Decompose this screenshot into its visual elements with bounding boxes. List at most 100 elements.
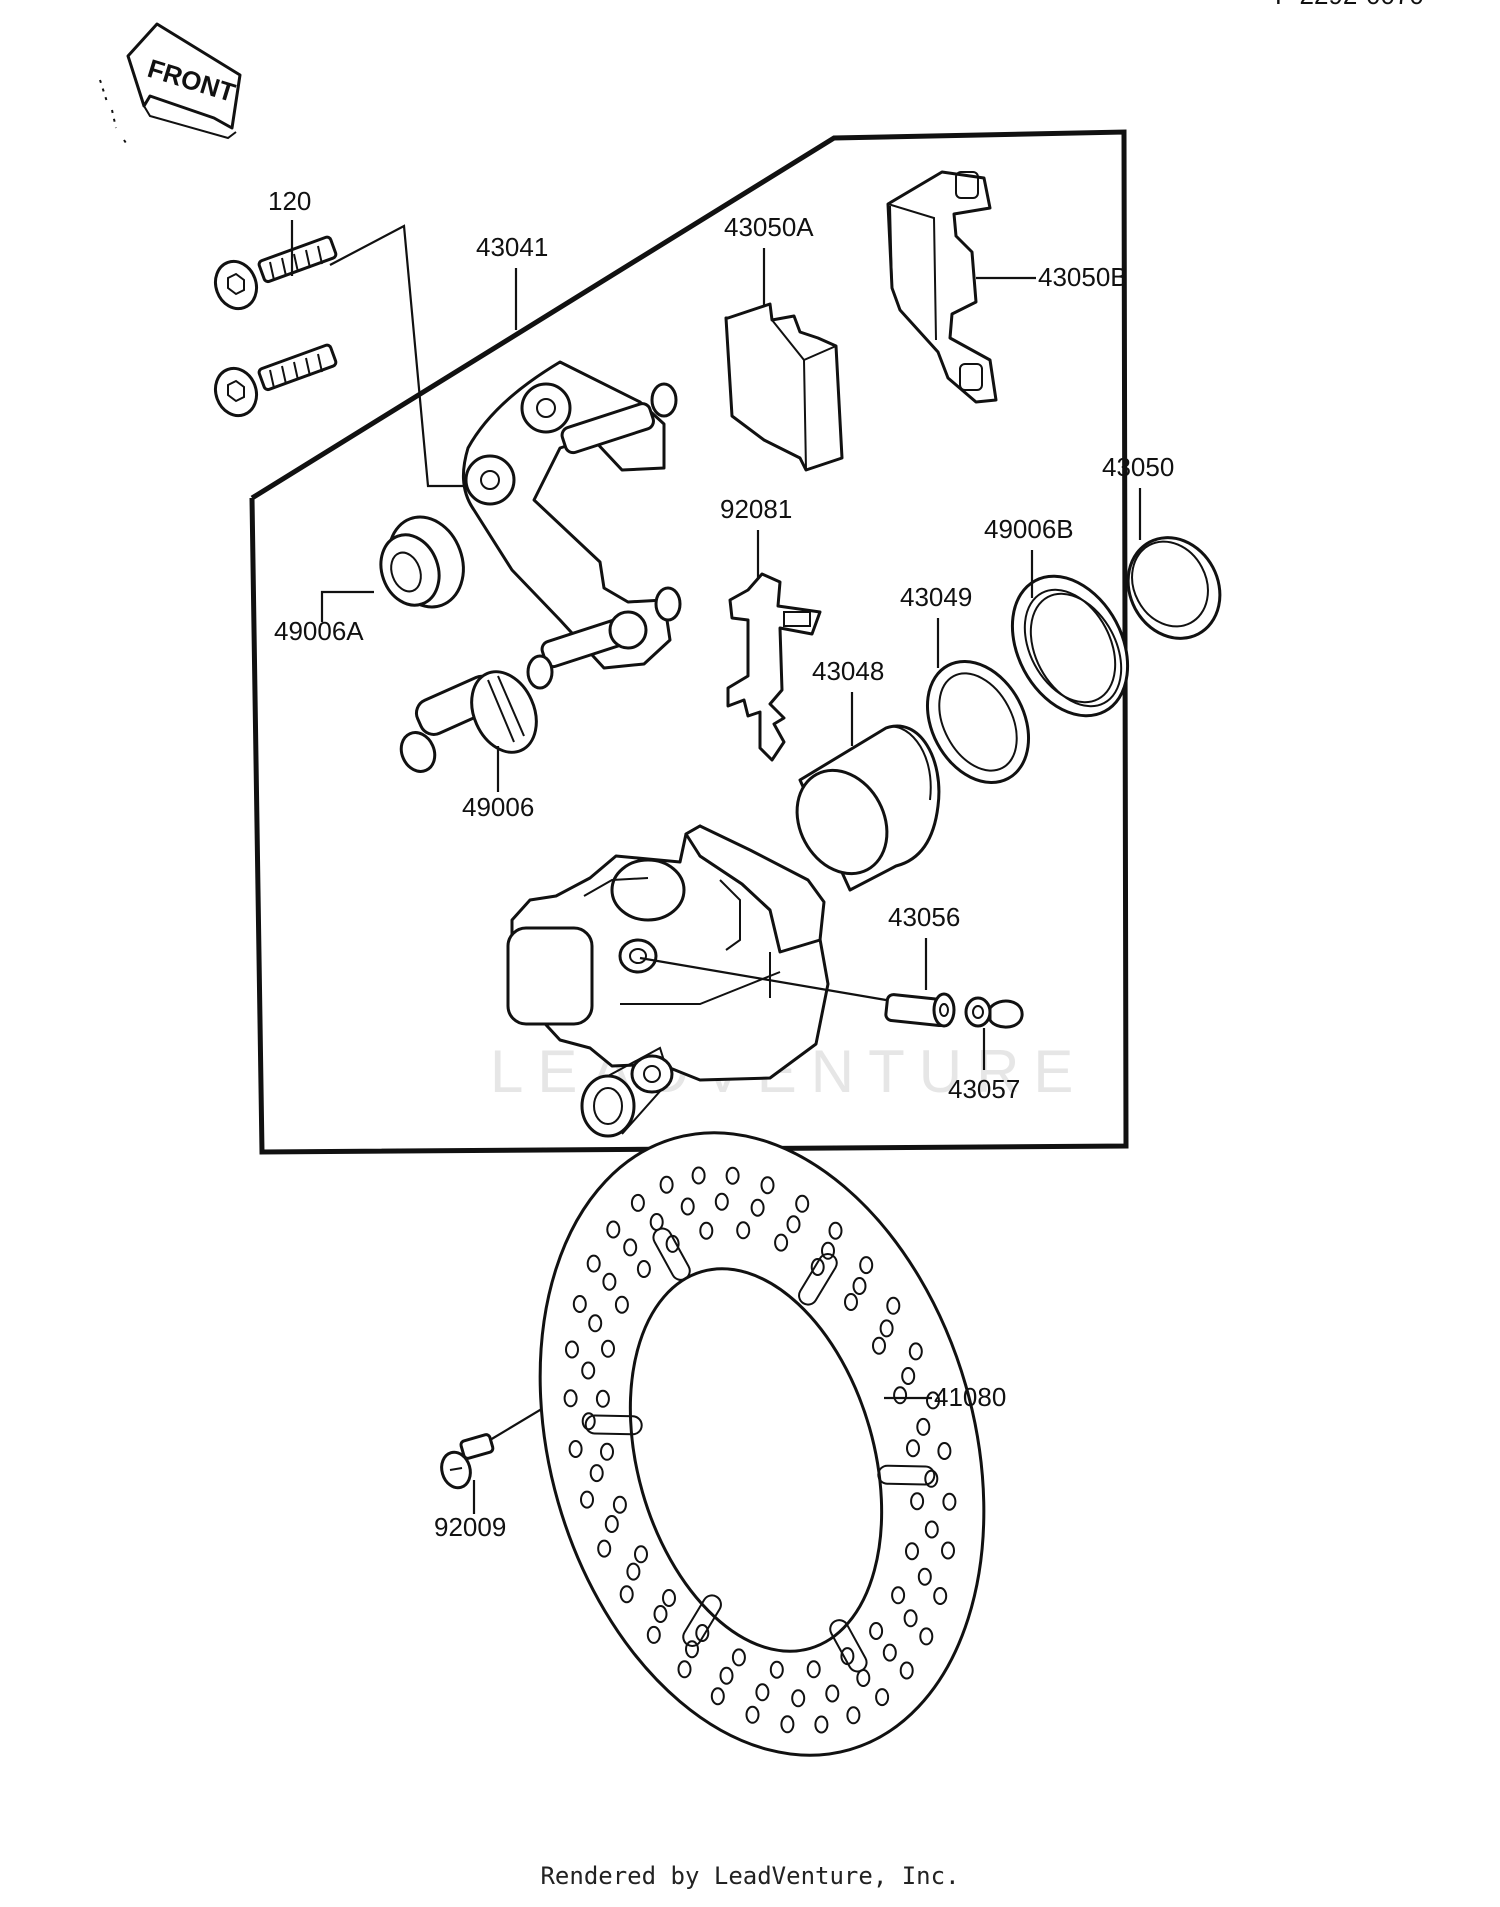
disc-hole <box>719 1666 734 1685</box>
disc-hole <box>795 1194 810 1213</box>
disc-hole <box>760 1176 775 1195</box>
disc-slot <box>798 1253 838 1306</box>
disc-hole <box>710 1687 725 1706</box>
pad-spring <box>726 572 822 762</box>
disc-hole <box>919 1627 934 1646</box>
caliper-piston <box>795 724 941 892</box>
disc-hole <box>731 1648 746 1667</box>
disc-hole <box>844 1293 858 1311</box>
label-49006B: 49006B <box>984 514 1074 544</box>
disc-hole <box>597 1539 612 1558</box>
label-49006: 49006 <box>462 792 534 822</box>
disc-hole <box>924 1469 939 1488</box>
disc-hole <box>852 1277 867 1295</box>
disc-slot <box>584 1414 643 1436</box>
disc-hole <box>636 1260 651 1278</box>
disc-hole <box>859 1256 874 1275</box>
disc-hole <box>565 1340 579 1359</box>
disc-hole <box>588 1314 603 1333</box>
disc-hole <box>901 1367 916 1385</box>
disc-hole <box>626 1562 641 1581</box>
disc-hole <box>937 1442 952 1460</box>
disc-hole <box>659 1175 674 1194</box>
disc-hole <box>568 1440 583 1458</box>
disc-hole <box>612 1495 627 1514</box>
label-43056: 43056 <box>888 902 960 932</box>
disc-hole <box>825 1684 840 1703</box>
disc-hole <box>602 1272 617 1291</box>
label-43050B: 43050B <box>1038 262 1128 292</box>
disc-hole <box>699 1221 714 1240</box>
disc-hole <box>933 1587 948 1605</box>
disc-hole <box>725 1166 740 1185</box>
dust-boot-a <box>379 515 465 609</box>
disc-hole <box>606 1220 621 1239</box>
disc-hole <box>806 1660 821 1679</box>
disc-hole <box>791 1689 806 1708</box>
disc-slot <box>682 1594 722 1647</box>
caliper-bolt-lower <box>213 343 338 418</box>
disc-hole <box>810 1258 825 1276</box>
label-41080: 41080 <box>934 1382 1006 1412</box>
disc-hole <box>745 1705 760 1724</box>
disc-hole <box>872 1336 886 1355</box>
label-120: 120 <box>268 186 311 216</box>
disc-hole <box>755 1683 770 1702</box>
caliper-body <box>506 824 830 1138</box>
disc-hole <box>942 1492 957 1511</box>
disc-hole <box>614 1295 629 1314</box>
disc-hole <box>891 1586 906 1605</box>
label-92009: 92009 <box>434 1512 506 1542</box>
disc-hole <box>677 1660 692 1679</box>
disc-hole <box>786 1215 801 1234</box>
front-arrow-icon: FRONT <box>99 22 242 147</box>
assembly-frame <box>249 129 1129 1155</box>
disc-slot <box>829 1619 868 1673</box>
brake-pad-b <box>886 170 998 404</box>
caliper-bolt-upper <box>213 235 338 311</box>
disc-hole <box>623 1238 638 1257</box>
disc-hole <box>916 1417 931 1436</box>
disc-hole <box>926 1391 940 1410</box>
bleeder-valve <box>884 992 956 1028</box>
disc-hole <box>595 1389 610 1408</box>
disc-hole <box>924 1520 939 1539</box>
disc-hole <box>601 1339 615 1358</box>
disc-hole <box>903 1609 918 1628</box>
disc-hole <box>908 1342 923 1361</box>
disc-hole <box>581 1412 596 1431</box>
label-43050A: 43050A <box>724 212 814 242</box>
disc-hole <box>905 1542 919 1561</box>
disc-hole <box>685 1640 699 1659</box>
disc-hole <box>630 1193 645 1212</box>
label-43048: 43048 <box>812 656 884 686</box>
label-43057: 43057 <box>948 1074 1020 1104</box>
disc-hole <box>634 1545 648 1564</box>
disc-hole <box>695 1624 710 1642</box>
disc-slots <box>584 1227 936 1673</box>
disc-hole <box>604 1515 619 1533</box>
disc-hole <box>714 1192 729 1211</box>
disc-hole <box>899 1661 914 1680</box>
disc-hole <box>572 1295 587 1313</box>
disc-hole <box>906 1439 920 1458</box>
disc-hole <box>589 1464 604 1483</box>
disc-holes <box>563 1166 957 1734</box>
disc-hole <box>600 1442 614 1461</box>
disc-hole <box>586 1254 601 1273</box>
brake-pad-a <box>724 302 844 472</box>
disc-hole <box>917 1567 932 1586</box>
disc-hole <box>769 1660 784 1679</box>
disc-slot <box>652 1227 691 1281</box>
disc-hole <box>910 1492 925 1511</box>
disc-hole <box>662 1589 676 1607</box>
bleeder-cap <box>964 996 1024 1029</box>
piston-seal <box>925 660 1031 784</box>
disc-hole <box>736 1221 751 1240</box>
disc-hole <box>750 1198 765 1217</box>
disc-slot <box>877 1464 936 1486</box>
disc-hole <box>619 1585 634 1604</box>
disc-hole <box>580 1490 594 1509</box>
disc-hole <box>879 1319 894 1338</box>
disc-hole <box>680 1197 695 1216</box>
